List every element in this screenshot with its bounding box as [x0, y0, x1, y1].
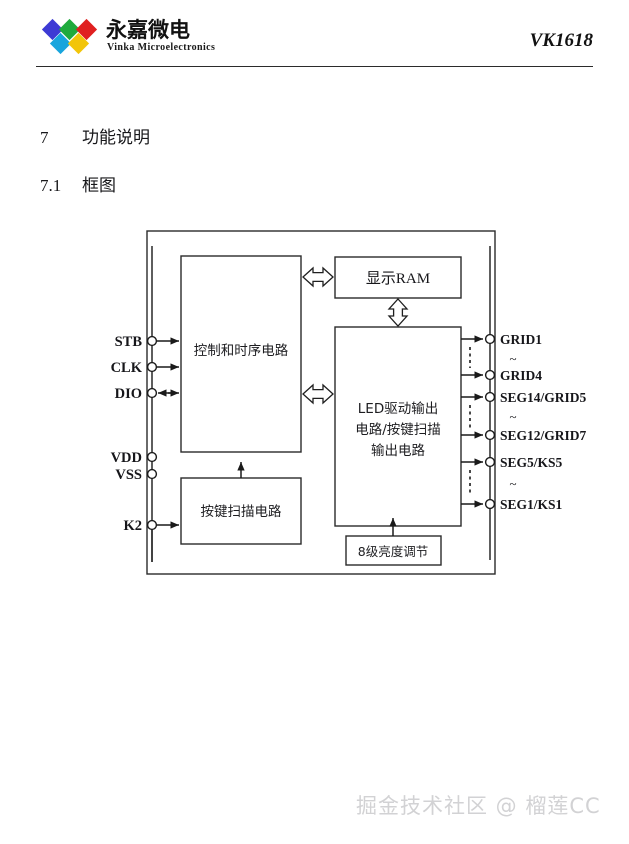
chip-outline [146, 230, 496, 575]
pin-row-grid4: GRID4 [461, 368, 542, 383]
pin-label-grid4: GRID4 [500, 368, 542, 383]
pin-row-vdd: VDD [111, 450, 158, 466]
pin-label-seg5: SEG5/KS5 [500, 455, 563, 470]
block-key-scan-label: 按键扫描电路 [201, 504, 282, 520]
pin-pad-dio [146, 387, 158, 399]
pin-pad-grid4 [484, 369, 496, 381]
brand-logo: 永嘉微电 Vinka Microelectronics [41, 14, 274, 62]
brand-name-en: Vinka Microelectronics [107, 42, 216, 53]
pin-pad-clk [146, 361, 158, 373]
vinka-diamonds-logo-icon [41, 16, 102, 56]
pin-pad-seg14 [484, 391, 496, 403]
section-number: 7 [40, 128, 49, 147]
subsection-title: 框图 [82, 176, 116, 195]
pin-row-seg12: SEG12/GRID7 [461, 428, 587, 443]
block-led-driver [334, 326, 462, 527]
block-display-ram [334, 256, 462, 299]
pin-row-seg5: SEG5/KS5 [461, 455, 563, 470]
block-control-timing-label: 控制和时序电路 [194, 343, 289, 359]
block-display-ram-label: 显示RAM [366, 271, 430, 287]
block-led-driver-label-line2: 电路/按键扫描 [355, 422, 441, 438]
block-key-scan [180, 477, 302, 545]
pin-label-k2: K2 [123, 518, 142, 534]
block-control-timing [180, 255, 302, 453]
pin-label-clk: CLK [111, 360, 143, 376]
pin-pad-seg5 [484, 456, 496, 468]
pin-label-stb: STB [115, 334, 143, 350]
block-brightness-label: 8级亮度调节 [358, 544, 428, 559]
arrow-control-to-ram [302, 266, 334, 288]
pin-row-k2: K2 [123, 518, 179, 534]
pin-pad-k2 [146, 519, 158, 531]
pin-row-dio: DIO [115, 386, 179, 402]
watermark: 掘金技术社区 @ 榴莲CC [356, 794, 601, 818]
pin-label-grid1: GRID1 [500, 332, 542, 347]
pin-row-seg1: SEG1/KS1 [461, 497, 563, 512]
subsection-number: 7.1 [40, 176, 62, 195]
pin-row-seg14: SEG14/GRID5 [461, 390, 587, 405]
brand-name-cn: 永嘉微电 [106, 18, 190, 42]
page-header: 永嘉微电 Vinka Microelectronics VK1618 [0, 0, 629, 72]
pin-pad-seg12 [484, 429, 496, 441]
block-brightness [345, 535, 442, 566]
pin-label-seg1: SEG1/KS1 [500, 497, 563, 512]
section-heading-7-1: 7.1 框图 [40, 171, 116, 196]
pin-pad-seg1 [484, 498, 496, 510]
pin-label-vdd: VDD [111, 450, 142, 466]
pin-row-stb: STB [115, 334, 179, 350]
pin-label-seg14: SEG14/GRID5 [500, 390, 587, 405]
header-divider [36, 66, 593, 67]
pin-row-grid1: GRID1 [461, 332, 542, 347]
section-title: 功能说明 [82, 128, 150, 147]
pin-pad-stb [146, 335, 158, 347]
pin-pad-vdd [146, 451, 158, 463]
pin-label-grid-tilde-2: ~ [509, 409, 516, 424]
block-led-driver-label-line1: LED驱动输出 [358, 401, 438, 417]
pin-row-clk: CLK [111, 360, 179, 376]
arrow-ram-to-led [387, 298, 409, 327]
pin-pad-vss [146, 468, 158, 480]
pin-row-vss: VSS [115, 467, 158, 483]
pin-pad-grid1 [484, 333, 496, 345]
block-led-driver-label-line3: 输出电路 [371, 443, 425, 459]
arrow-control-to-led [302, 383, 334, 405]
pin-label-vss: VSS [115, 467, 142, 483]
section-heading-7: 7 功能说明 [40, 123, 150, 148]
pin-label-grid-tilde-1: ~ [509, 351, 516, 366]
part-number: VK1618 [529, 30, 593, 51]
pin-label-dio: DIO [115, 386, 142, 402]
pin-label-seg12: SEG12/GRID7 [500, 428, 587, 443]
pin-label-seg-tilde: ~ [509, 476, 516, 491]
